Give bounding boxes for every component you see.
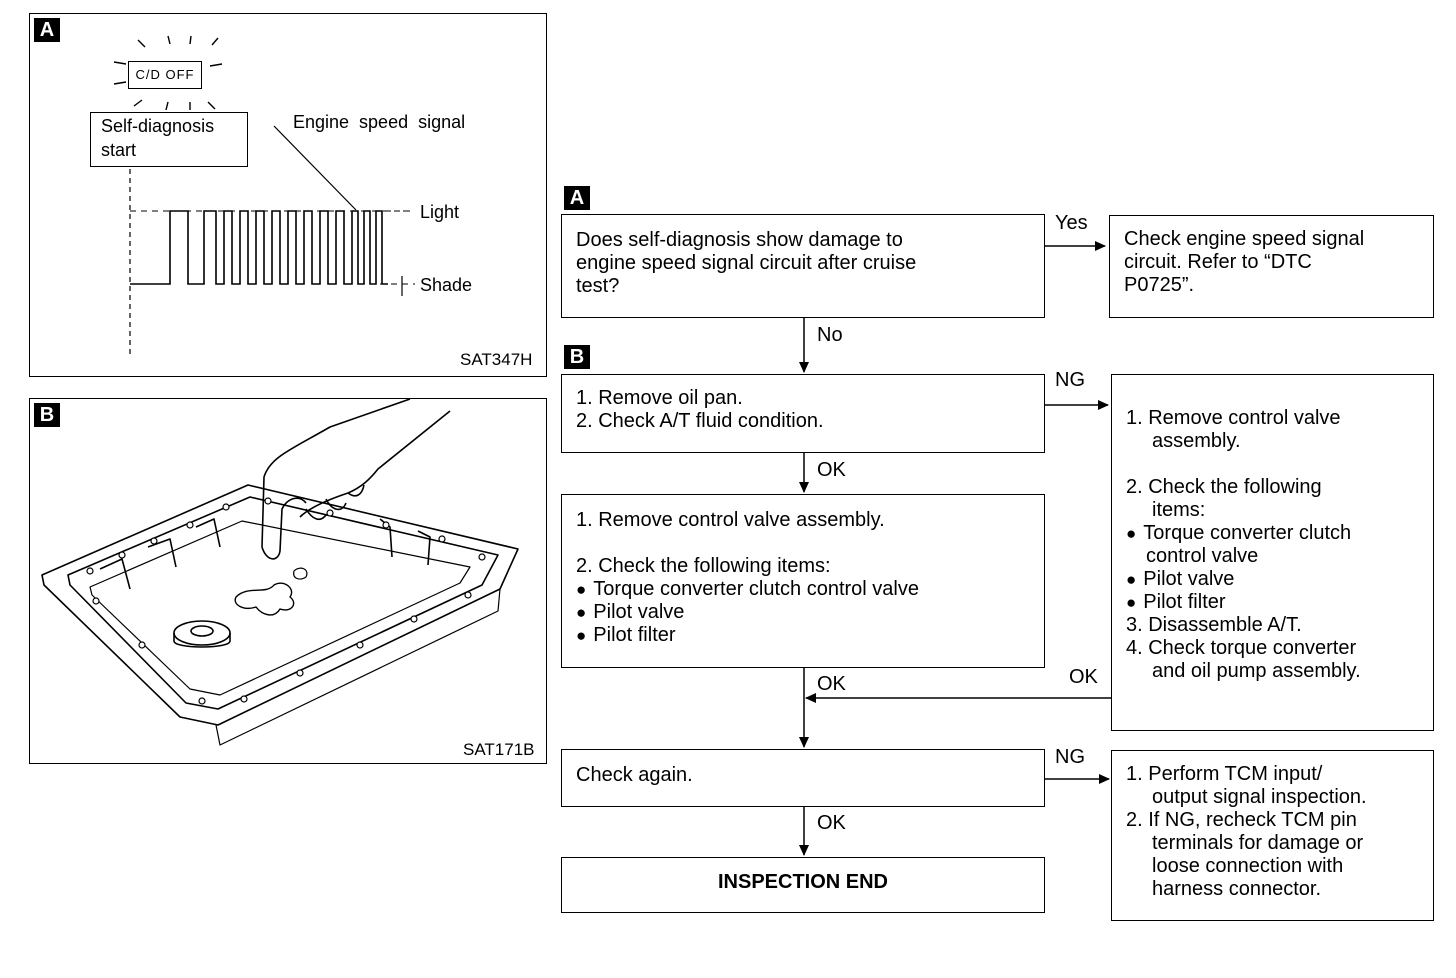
ng2-line-3: 2. If NG, recheck TCM pin: [1126, 809, 1357, 831]
flow-tag-a: A: [564, 186, 590, 210]
q1-line-1: Does self-diagnosis show damage to: [576, 229, 903, 251]
yes-action-line-3: P0725”.: [1124, 274, 1195, 296]
self-diag-line-2: start: [101, 140, 137, 160]
yes-action-line-2: circuit. Refer to “DTC: [1124, 251, 1312, 273]
ng1-bullet-3: Pilot filter: [1126, 591, 1419, 614]
question-self-diagnosis-box: Does self-diagnosis show damage to engin…: [561, 214, 1045, 318]
ng1-line-3: 2. Check the following: [1126, 476, 1322, 498]
step-c-line-2: 2. Check the following items:: [576, 555, 831, 577]
step-b-line-1: 1. Remove oil pan.: [576, 387, 743, 409]
ng1-bullet-1a: Torque converter clutch: [1126, 522, 1419, 545]
ng2-label: NG: [1055, 746, 1085, 768]
remove-control-valve-box: 1. Remove control valve assembly. 2. Che…: [561, 494, 1045, 668]
figure-a-tag: A: [34, 18, 60, 42]
q1-line-3: test?: [576, 275, 620, 297]
shade-label: Shade: [420, 275, 473, 295]
ng-repair-procedure-box: 1. Remove control valve assembly. 2. Che…: [1111, 374, 1434, 731]
engine-speed-signal-waveform: [113, 35, 415, 354]
light-label: Light: [420, 202, 460, 222]
ng1-line-6: 4. Check torque converter: [1126, 637, 1357, 659]
step-c-bullet-1: Torque converter clutch control valve: [576, 578, 1030, 601]
ok1-label: OK: [817, 459, 846, 481]
ng1-line-7: and oil pump assembly.: [1152, 660, 1361, 682]
inspection-end-box: INSPECTION END: [561, 857, 1045, 913]
figure-a-panel: [29, 13, 547, 377]
step-c-line-1: 1. Remove control valve assembly.: [576, 509, 885, 531]
ng2-line-1: 1. Perform TCM input/: [1126, 763, 1323, 785]
ng1-label: NG: [1055, 369, 1085, 391]
figure-b-code: SAT171B: [463, 740, 535, 759]
ok4-label: OK: [817, 812, 846, 834]
cd-off-indicator: C/D OFF: [128, 61, 202, 89]
step-c-bullet-2: Pilot valve: [576, 601, 1030, 624]
figure-b-panel: [29, 398, 547, 764]
check-again-box: Check again.: [561, 749, 1045, 807]
ng1-line-5: 3. Disassemble A/T.: [1126, 614, 1302, 636]
ok2-label: OK: [817, 673, 846, 695]
oil-pan-illustration: [41, 399, 519, 746]
self-diagnosis-start-label: Self-diagnosis start: [90, 112, 248, 167]
ng1-line-2: assembly.: [1152, 430, 1241, 452]
no-label: No: [817, 324, 843, 346]
flow-tag-b: B: [564, 345, 590, 369]
tcm-inspection-box: 1. Perform TCM input/ output signal insp…: [1111, 750, 1434, 921]
check-engine-speed-circuit-box: Check engine speed signal circuit. Refer…: [1109, 215, 1434, 318]
remove-oil-pan-box: 1. Remove oil pan. 2. Check A/T fluid co…: [561, 374, 1045, 453]
ng2-line-4: terminals for damage or: [1152, 832, 1364, 854]
ng2-line-5: loose connection with: [1152, 855, 1344, 877]
check-again-text: Check again.: [576, 764, 693, 786]
ng1-bullet-1b: control valve: [1146, 545, 1259, 567]
ng1-line-1: 1. Remove control valve: [1126, 407, 1341, 429]
yes-label: Yes: [1055, 212, 1088, 234]
self-diag-line-1: Self-diagnosis: [101, 116, 215, 136]
ok3-label: OK: [1069, 666, 1098, 688]
ng2-line-2: output signal inspection.: [1152, 786, 1367, 808]
ng1-bullet-2: Pilot valve: [1126, 568, 1419, 591]
ng2-line-6: harness connector.: [1152, 878, 1321, 900]
figure-a-code: SAT347H: [460, 350, 533, 369]
figure-b-tag: B: [34, 403, 60, 427]
engine-speed-signal-label: Engine speed signal: [293, 112, 466, 132]
inspection-end-text: INSPECTION END: [717, 871, 889, 893]
ng1-line-4: items:: [1152, 499, 1206, 521]
step-c-bullet-3: Pilot filter: [576, 624, 1030, 647]
step-b-line-2: 2. Check A/T fluid condition.: [576, 410, 824, 432]
yes-action-line-1: Check engine speed signal: [1124, 228, 1365, 250]
q1-line-2: engine speed signal circuit after cruise: [576, 252, 917, 274]
